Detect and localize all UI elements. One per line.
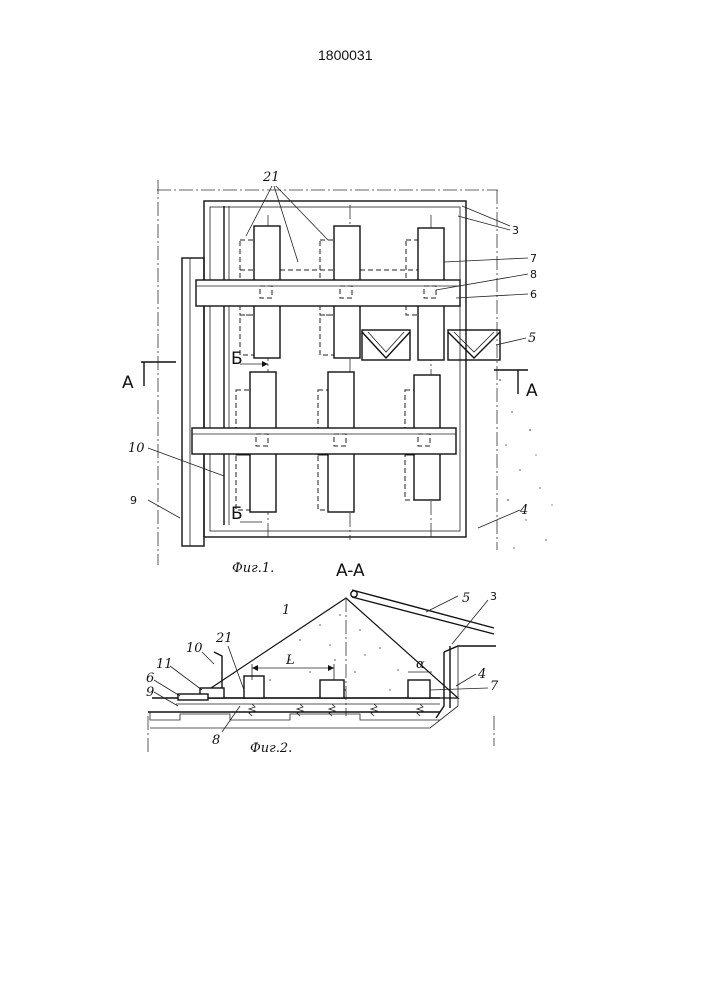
- fig1-label-9: 9: [130, 494, 137, 507]
- fig2-label-11: 11: [156, 657, 173, 672]
- beam-6-upper: [196, 280, 460, 306]
- fig2-label-10: 10: [186, 641, 203, 656]
- leader-7: [444, 258, 528, 262]
- section-a-left-label: A: [122, 373, 134, 393]
- section-b-top-arrow: [262, 361, 268, 367]
- figure-2-section-view: A-A: [146, 561, 499, 756]
- fig2-label-4: 4: [477, 667, 486, 682]
- beam-6-section: [178, 694, 208, 700]
- fig2-label-1: 1: [282, 603, 290, 618]
- beam-6-lower: [192, 428, 456, 454]
- patent-number: 1800031: [318, 47, 373, 63]
- fig1-label-6: 6: [530, 288, 537, 301]
- alpha-label: α: [416, 657, 425, 672]
- fig2-label-21: 21: [215, 631, 233, 646]
- feeder-5-outer: [448, 330, 500, 360]
- fig2-vibrator-3: [408, 680, 430, 698]
- fig1-label-8: 8: [530, 268, 537, 281]
- fig2-label-6: 6: [146, 671, 154, 686]
- fig2-caption: Фиг.2.: [250, 741, 292, 756]
- feeder-5-inner: [362, 330, 410, 360]
- fig1-label-5: 5: [528, 331, 536, 346]
- wall-3-top: [444, 646, 496, 652]
- fig2-section-title: A-A: [336, 561, 365, 581]
- fig1-label-21: 21: [262, 170, 280, 185]
- fig1-label-7: 7: [530, 252, 537, 265]
- fig2-label-5: 5: [462, 591, 470, 606]
- fig2-leader-10: [202, 652, 214, 664]
- floor-profile: [150, 712, 440, 720]
- conveyor-5-pulley: [351, 591, 357, 597]
- fig2-leader-9: [154, 692, 178, 706]
- fig2-label-3: 3: [490, 590, 497, 603]
- fig1-label-10: 10: [128, 441, 145, 456]
- leader-4: [478, 510, 520, 528]
- section-b-top-label: Б: [231, 349, 243, 369]
- fig2-label-9: 9: [146, 685, 154, 700]
- fig2-leader-4: [456, 674, 476, 686]
- fig1-label-3: 3: [512, 224, 519, 237]
- leader-21-c: [276, 186, 328, 240]
- spring-5: [371, 704, 377, 716]
- fig2-leader-6: [154, 680, 180, 696]
- fig2-leader-3: [452, 600, 488, 644]
- fig2-vibrator-2: [320, 680, 344, 698]
- fig1-caption: Фиг.1.: [232, 561, 274, 576]
- section-a-right-label: A: [526, 381, 538, 401]
- fig2-leader-5: [426, 596, 458, 612]
- leader-3-a: [462, 206, 510, 226]
- leader-6: [456, 294, 528, 298]
- fig2-leader-11: [170, 666, 202, 690]
- figure-1-plan-view: Б Б A A 21 3: [122, 170, 553, 576]
- fig2-label-8: 8: [212, 733, 220, 748]
- ground-texture: [499, 379, 553, 549]
- fig2-vibrator-1: [244, 676, 264, 698]
- fig2-label-7: 7: [490, 679, 499, 694]
- spring-1: [249, 704, 255, 716]
- dimension-l-label: L: [285, 653, 295, 668]
- fig1-label-4: 4: [519, 503, 528, 518]
- leader-9: [148, 500, 180, 518]
- spring-3: [417, 704, 423, 716]
- section-b-bottom-label: Б: [231, 504, 243, 524]
